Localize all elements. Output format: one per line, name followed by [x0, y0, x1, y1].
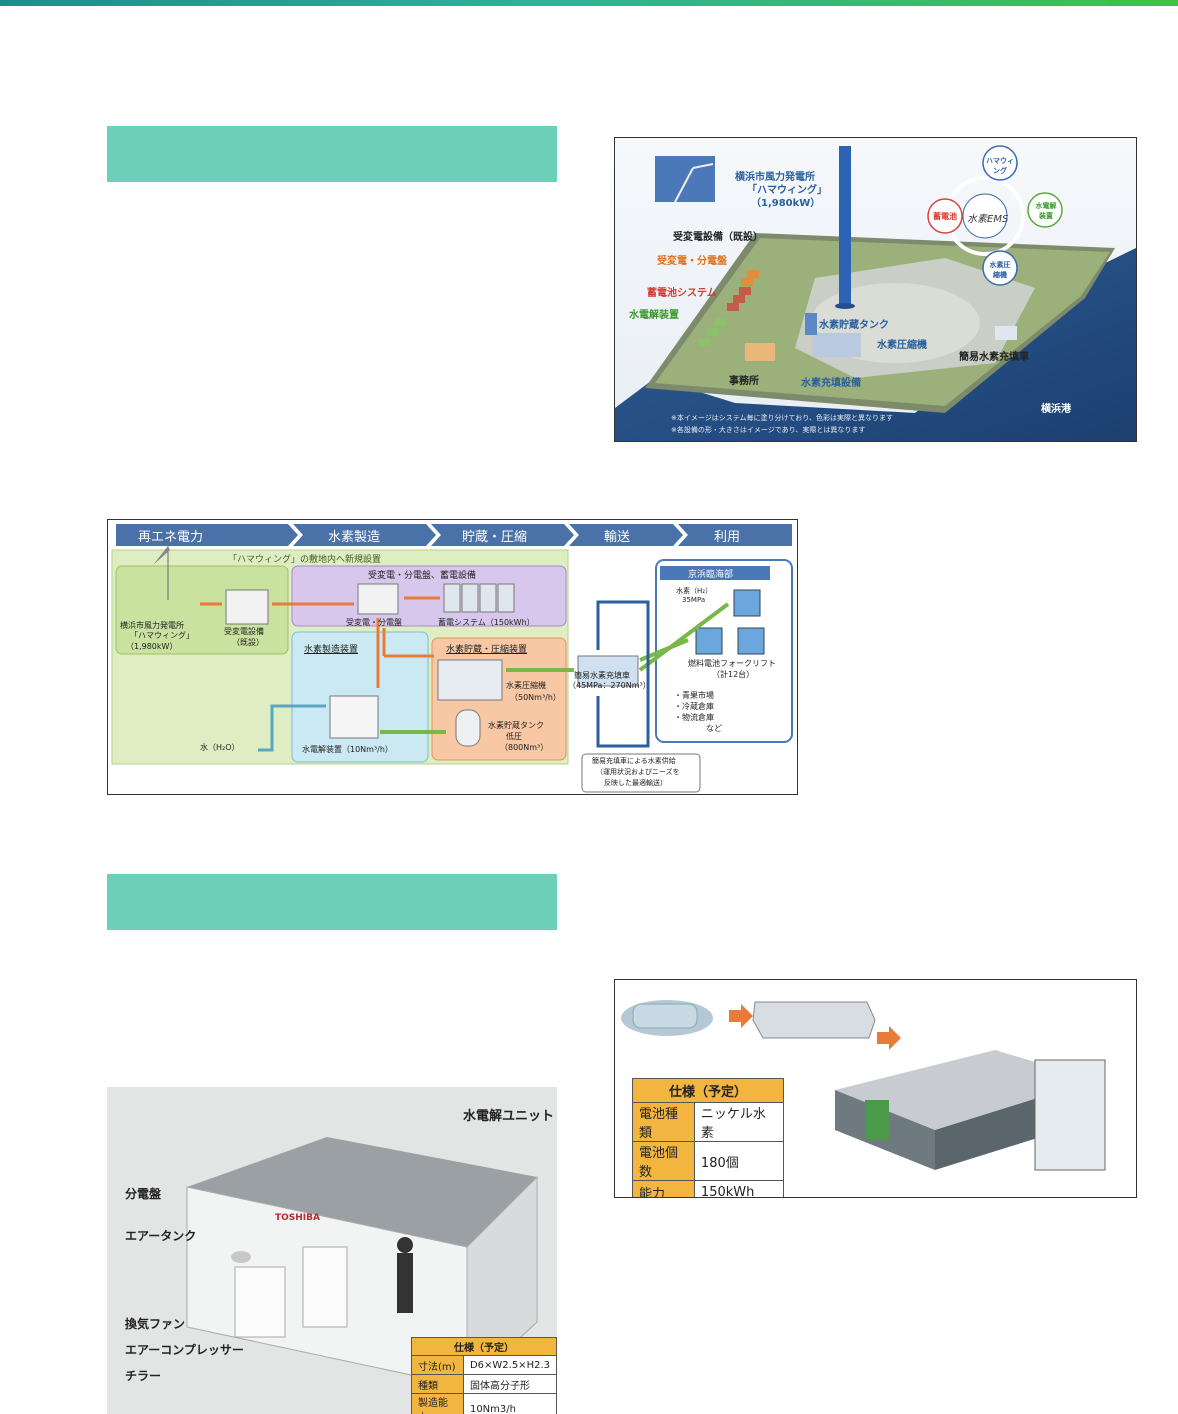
electrolysis-unit-illustration [107, 1087, 557, 1414]
flow-jukaden-l2: （既設） [232, 638, 264, 647]
section-heading-band-2 [107, 874, 557, 930]
map-note-2: ※各設備の形・大きさはイメージであり、実際とは異なります [671, 426, 866, 434]
battery-illustration [621, 1000, 1106, 1171]
flow-use-4: など [706, 724, 722, 733]
flow-wind-l2: 「ハマウィング」 [130, 631, 194, 640]
unit-spec-key-3: 製造能力 [411, 1393, 464, 1414]
unit-spec-key-1: 寸法(m) [411, 1355, 464, 1375]
wind-plant-title: 横浜市風力発電所 [735, 172, 815, 183]
site-map-figure: 横浜市風力発電所 「ハマウィング」 （1,980kW） 受変電設備（既設） 受変… [614, 137, 1137, 442]
unit-label-fan: 換気ファン [125, 1317, 186, 1331]
unit-spec-val-3: 10Nm3/h [462, 1393, 557, 1414]
section-heading-band-1 [107, 126, 557, 182]
map-note-1: ※本イメージはシステム毎に塗り分けており、色彩は実際と異なります [671, 414, 894, 422]
flow-chikuden: 蓄電システム（150kWh） [438, 618, 535, 627]
unit-label-airtank: エアータンク [125, 1229, 197, 1243]
battery-spec-key-1: 電池種類 [632, 1102, 695, 1142]
unit-label-compressor: エアーコンプレッサー [125, 1343, 244, 1357]
ems-center-label: 水素EMS [967, 214, 1009, 225]
label-h2-filling: 水素充填設備 [801, 378, 861, 389]
flow-supply-l3: 反映した最適輸送） [604, 779, 667, 787]
unit-label-chiller: チラー [125, 1369, 162, 1383]
flow-truck-l1: 簡易水素充填車 [574, 671, 630, 680]
top-accent-bar [0, 0, 1178, 6]
unit-spec-val-2: 固体高分子形 [462, 1374, 557, 1394]
flow-keihin: 京浜臨海部 [688, 570, 734, 580]
flow-step-5: 利用 [714, 530, 741, 545]
flow-compressor-l1: 水素圧縮機 [506, 681, 546, 690]
wind-plant-name: 「ハマウィング」 [747, 185, 827, 196]
label-truck: 簡易水素充填車 [959, 352, 1029, 363]
flow-supply-l1: 簡易充填車による水素供給 [592, 757, 676, 765]
flow-step-4: 輸送 [604, 530, 631, 545]
hydrogen-flow-figure: 再エネ電力 水素製造 貯蔵・圧縮 輸送 利用 「ハマウィング」の敷地内へ新規設置… [107, 519, 798, 795]
flow-forklift-l1: 燃料電池フォークリフト [688, 659, 776, 668]
label-jukaden-bunden: 受変電・分電盤 [657, 256, 727, 267]
flow-h2prod-title: 水素製造装置 [304, 645, 359, 655]
flow-tank-l2: 低圧 [506, 732, 522, 741]
flow-tank-l1: 水素貯蔵タンク [488, 721, 544, 730]
ems-compressor-label: 水素圧縮機 [989, 261, 1011, 279]
battery-spec-title: 仕様（予定） [632, 1078, 784, 1103]
label-h2-tank: 水素貯蔵タンク [819, 320, 889, 331]
ems-diagram [927, 145, 1063, 286]
site-map-illustration [615, 138, 1136, 441]
flow-h2-l2: 35MPa [682, 596, 706, 604]
flow-use-3: ・物流倉庫 [674, 713, 714, 722]
battery-spec-val-2: 180個 [693, 1141, 785, 1181]
flow-bunden: 受変電・分電盤 [346, 618, 402, 627]
label-h2-compressor: 水素圧縮機 [877, 340, 927, 351]
unit-spec-title: 仕様（予定） [411, 1337, 557, 1356]
flow-electrolyzer: 水電解装置（10Nm³/h） [302, 745, 393, 754]
flow-purple-title: 受変電・分電盤、蓄電設備 [368, 571, 477, 581]
flow-water: 水（H₂O） [200, 743, 240, 752]
unit-spec-key-2: 種類 [411, 1374, 464, 1394]
flow-tank-l3: （800Nm³） [500, 743, 549, 752]
flow-compressor-l2: （50Nm³/h） [510, 693, 561, 702]
flow-wind-l3: （1,980kW） [126, 642, 178, 651]
flow-storage-title: 水素貯蔵・圧縮装置 [446, 645, 528, 655]
flow-jukaden-l1: 受変電設備 [224, 627, 264, 636]
wind-plant-capacity: （1,980kW） [751, 198, 821, 209]
flow-step-2: 水素製造 [328, 530, 381, 545]
label-office: 事務所 [729, 376, 759, 387]
unit-label-bunden: 分電盤 [125, 1187, 162, 1201]
flow-use-1: ・青果市場 [674, 691, 714, 700]
unit-spec-val-1: D6×W2.5×H2.3 [462, 1355, 557, 1375]
electrolysis-unit-figure: 水電解ユニット TOSHIBA 分電盤 エアータンク 換気ファン エアーコンプレ… [107, 1087, 557, 1414]
battery-spec-key-3: 能力 [632, 1180, 695, 1197]
flow-forklift-l2: （計12台） [712, 670, 755, 679]
label-battery-system: 蓄電池システム [647, 288, 717, 299]
label-port: 横浜港 [1041, 404, 1071, 415]
ems-battery-label: 蓄電池 [933, 212, 957, 221]
flow-use-2: ・冷蔵倉庫 [674, 702, 714, 711]
unit-title: 水電解ユニット [463, 1109, 555, 1124]
ems-hama-label: ハマウィング [986, 157, 1014, 175]
flow-truck-l2: （45MPa：270Nm³） [568, 681, 651, 690]
battery-spec-val-1: ニッケル水素 [693, 1102, 785, 1142]
battery-spec-val-3: 150kWh [693, 1180, 785, 1197]
ems-electrolyzer-label: 水電解装置 [1035, 202, 1057, 220]
flow-illustration [111, 524, 793, 793]
site-note: 「ハマウィング」の敷地内へ新規設置 [228, 555, 382, 565]
flow-h2-l1: 水素（H₂） [676, 587, 713, 595]
flow-supply-l2: （運用状況およびニーズを [596, 768, 680, 776]
flow-step-1: 再エネ電力 [138, 530, 204, 545]
battery-spec-key-2: 電池個数 [632, 1141, 695, 1181]
label-electrolyzer: 水電解装置 [629, 310, 679, 321]
toshiba-logo: TOSHIBA [275, 1213, 320, 1223]
flow-step-3: 貯蔵・圧縮 [462, 530, 528, 545]
flow-wind-l1: 横浜市風力発電所 [120, 621, 184, 630]
label-jukaden-existing: 受変電設備（既設） [673, 232, 763, 243]
